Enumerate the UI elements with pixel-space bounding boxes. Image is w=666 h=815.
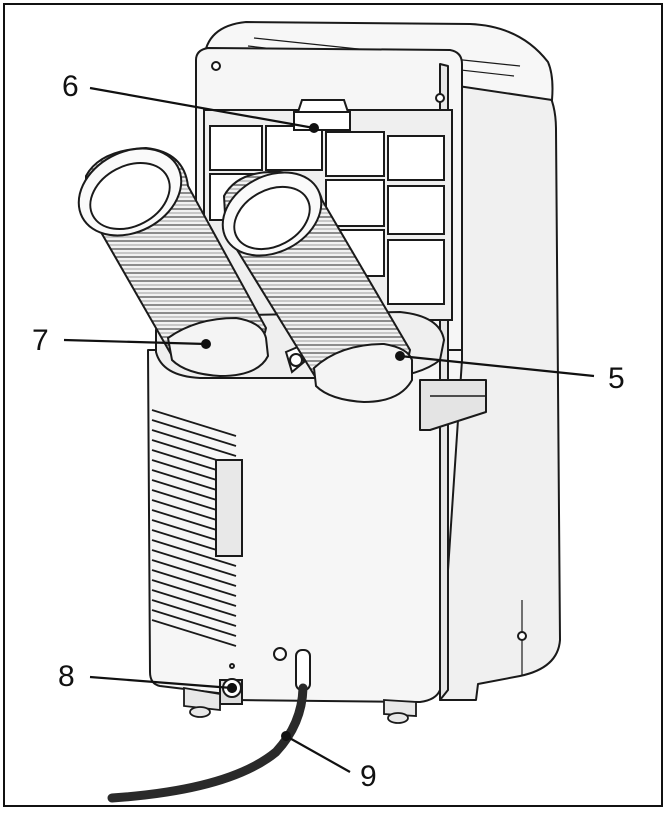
air-filter-grid	[203, 99, 453, 321]
drain-hose	[107, 683, 308, 803]
leader-lines	[63, 86, 595, 773]
caster-wheels	[183, 686, 417, 724]
callout-6: 6	[62, 70, 79, 103]
right-air-hose	[221, 170, 413, 404]
callout-7: 7	[32, 324, 49, 357]
left-air-hose	[77, 146, 270, 378]
callout-8: 8	[58, 660, 75, 693]
leader-dots	[201, 123, 405, 741]
callout-5: 5	[608, 362, 625, 395]
intake-grille	[151, 409, 243, 647]
callout-9: 9	[360, 760, 377, 793]
border	[3, 3, 663, 807]
